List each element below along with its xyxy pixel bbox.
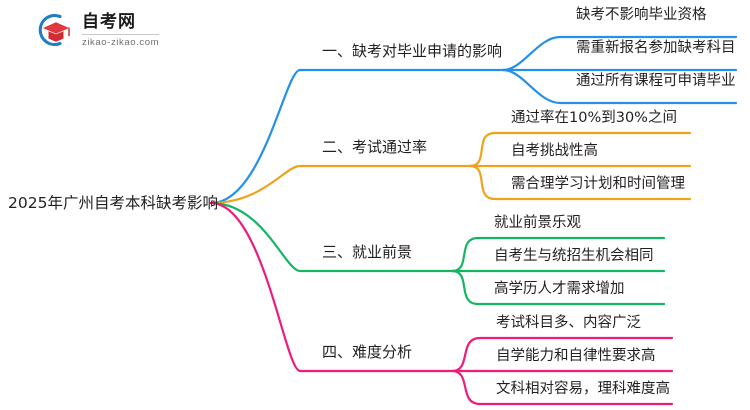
leaf-node-4-3[interactable]: 文科相对容易，理科难度高 xyxy=(496,381,670,397)
logo-title: 自考网 xyxy=(82,14,160,36)
connector-line xyxy=(468,131,692,168)
branch-node-1[interactable]: 一、缺考对毕业申请的影响 xyxy=(322,42,503,60)
connector-line xyxy=(450,269,666,306)
logo-subtitle: zikao-zikao.com xyxy=(82,37,160,49)
connector-line xyxy=(209,68,562,205)
leaf-node-4-2[interactable]: 自学能力和自律性要求高 xyxy=(496,348,656,364)
leaf-node-4-1[interactable]: 考试科目多、内容广泛 xyxy=(496,315,641,331)
leaf-node-2-3[interactable]: 需合理学习计划和时间管理 xyxy=(511,176,685,192)
branch-node-3[interactable]: 三、就业前景 xyxy=(322,243,413,261)
site-logo: 自考网 zikao-zikao.com xyxy=(30,10,160,50)
connector-line xyxy=(501,35,738,72)
leaf-node-2-2[interactable]: 自考挑战性高 xyxy=(511,143,598,159)
connector-line xyxy=(450,369,674,406)
leaf-node-1-3[interactable]: 通过所有课程可申请毕业 xyxy=(576,73,736,89)
leaf-node-2-1[interactable]: 通过率在10%到30%之间 xyxy=(511,110,677,126)
logo-mark-icon xyxy=(30,10,76,50)
branch-node-4[interactable]: 四、难度分析 xyxy=(322,343,413,361)
leaf-node-3-1[interactable]: 就业前景乐观 xyxy=(494,215,581,231)
connector-line xyxy=(450,236,666,273)
connector-line xyxy=(209,201,480,273)
leaf-node-3-3[interactable]: 高学历人才需求增加 xyxy=(494,281,625,297)
connector-line xyxy=(501,68,738,105)
leaf-node-1-1[interactable]: 缺考不影响毕业资格 xyxy=(576,7,707,23)
branch-node-2[interactable]: 二、考试通过率 xyxy=(322,138,428,156)
connector-line xyxy=(209,201,482,373)
connector-line xyxy=(468,164,692,201)
connector-line xyxy=(209,164,497,205)
leaf-node-3-2[interactable]: 自考生与统招生机会相同 xyxy=(494,248,654,264)
graduation-cap-icon xyxy=(38,13,70,47)
leaf-node-1-2[interactable]: 需重新报名参加缺考科目 xyxy=(576,40,736,56)
connector-line xyxy=(450,336,674,373)
root-node[interactable]: 2025年广州自考本科缺考影响 xyxy=(8,194,218,212)
